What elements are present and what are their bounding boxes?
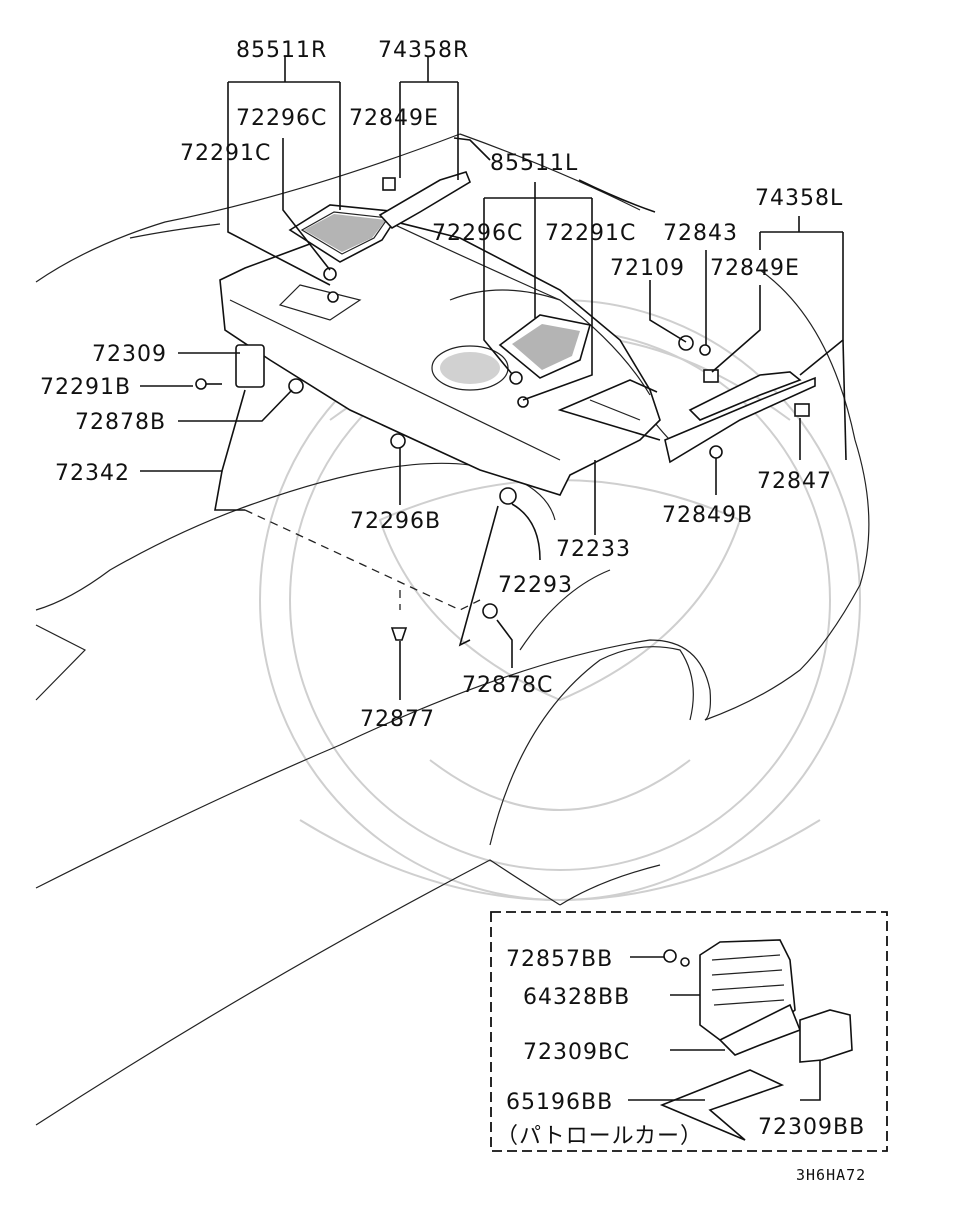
label-74358R: 74358R <box>378 38 469 63</box>
label-85511R: 85511R <box>236 38 327 63</box>
label-72296B: 72296B <box>350 509 441 534</box>
label-72849E-upper: 72849E <box>349 106 439 131</box>
rear-shelf-trim <box>219 217 661 496</box>
label-72849B: 72849B <box>662 503 753 528</box>
label-72857BB: 72857BB <box>506 947 613 972</box>
leader-lines <box>140 57 847 700</box>
label-72296C-lower: 72296C <box>432 221 523 246</box>
label-72877: 72877 <box>360 707 435 732</box>
label-72291B: 72291B <box>40 375 131 400</box>
label-72847: 72847 <box>757 469 832 494</box>
label-72309: 72309 <box>92 342 167 367</box>
patrol-car-inset <box>490 911 888 1152</box>
part-number-labels: 85511R 74358R 72296C 72849E 72291C 85511… <box>40 38 866 1184</box>
label-72233: 72233 <box>556 537 631 562</box>
label-72843: 72843 <box>663 221 738 246</box>
inset-patrol-car-note: （パトロールカー） <box>496 1124 703 1149</box>
label-72291C-upper: 72291C <box>180 141 271 166</box>
label-72293: 72293 <box>498 573 573 598</box>
label-72309BB: 72309BB <box>758 1115 865 1140</box>
label-64328BB: 64328BB <box>523 985 630 1010</box>
speaker-grille-85511L <box>431 314 592 391</box>
label-72109: 72109 <box>610 256 685 281</box>
side-trim-74358R <box>378 171 471 230</box>
label-72878B: 72878B <box>75 410 166 435</box>
label-72342: 72342 <box>55 461 130 486</box>
label-65196BB: 65196BB <box>506 1090 613 1115</box>
label-74358L: 74358L <box>755 186 843 211</box>
label-85511L: 85511L <box>490 151 578 176</box>
hidden-edge-outline <box>244 509 481 611</box>
side-trim-74358L <box>664 369 816 464</box>
diagram-code: 3H6HA72 <box>796 1166 866 1184</box>
fasteners <box>195 267 810 641</box>
label-72849E-lower: 72849E <box>710 256 800 281</box>
label-72291C-lower: 72291C <box>545 221 636 246</box>
label-72309BC: 72309BC <box>523 1040 630 1065</box>
label-72296C-upper: 72296C <box>236 106 327 131</box>
label-72878C: 72878C <box>462 673 553 698</box>
